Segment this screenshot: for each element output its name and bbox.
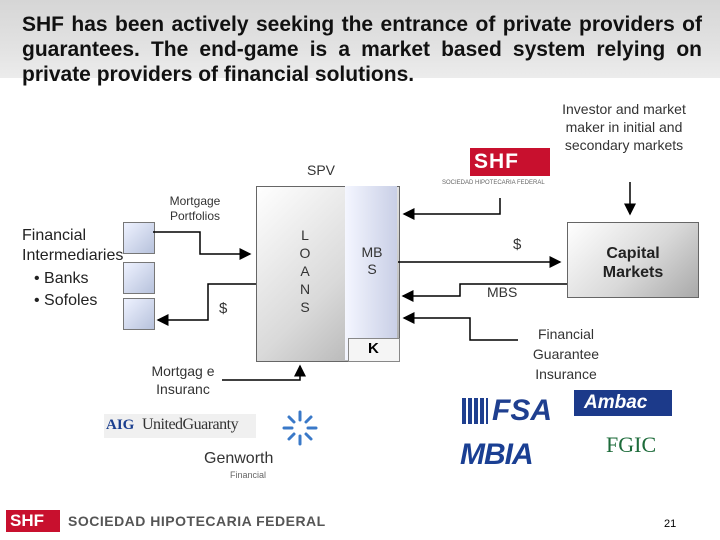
shf-logo-subtitle: SOCIEDAD HIPOTECARIA FEDERAL — [442, 180, 545, 186]
loans-letter-a: A — [300, 263, 310, 279]
portfolio-box-3 — [123, 298, 155, 330]
loans-letter-s: S — [300, 299, 310, 315]
intermediary-sofoles-text: Sofoles — [44, 292, 98, 309]
genworth-logo: Genworth Financial — [204, 450, 284, 486]
shf-logo-top: SHF SOCIEDAD HIPOTECARIA FEDERAL — [442, 148, 552, 194]
arrow-insurance-to-spv — [222, 364, 306, 381]
dollar-right: $ — [513, 236, 522, 253]
spv-label: SPV — [307, 162, 336, 178]
slide-title: SHF has been actively seeking the entran… — [22, 13, 702, 86]
financial-intermediaries-label: Financial Intermediaries — [22, 227, 124, 264]
fsa-logo-text: FSA — [492, 394, 552, 427]
mortgage-portfolios-label: Mortgage Portfolios — [169, 194, 221, 223]
portfolio-box-2 — [123, 262, 155, 294]
footer: SHF SOCIEDAD HIPOTECARIA FEDERAL 21 — [0, 498, 720, 540]
loans-letter-n: N — [299, 281, 311, 297]
ambac-logo-text: Ambac — [584, 392, 648, 413]
k-box — [348, 338, 400, 362]
capital-markets-box — [567, 222, 699, 298]
mbia-logo-text: MBIA — [460, 438, 534, 471]
footer-brand: SHF — [10, 511, 44, 530]
shf-logo-text: SHF — [474, 150, 519, 173]
portfolio-box-1 — [123, 222, 155, 254]
arrow-portfolios-to-spv — [153, 231, 252, 260]
spv-inner-bar — [345, 186, 397, 360]
loans-label: L O A N S — [296, 226, 314, 316]
united-guaranty-logo-text: UnitedGuaranty — [142, 416, 239, 433]
k-label: K — [368, 340, 379, 357]
capital-markets-label: Capital Markets — [602, 245, 664, 281]
mortgage-insurance-label: Mortgag e Insuranc — [151, 363, 215, 397]
page-number: 21 — [664, 518, 677, 530]
dollar-left: $ — [219, 300, 228, 317]
intermediary-bank-text: Banks — [44, 270, 89, 287]
title-band — [0, 0, 720, 78]
intermediary-sofoles: • Sofoles — [34, 292, 98, 309]
mbia-logo: MBIA — [460, 438, 578, 471]
genworth-logo-text: Genworth — [204, 450, 274, 467]
fgic-logo: FGIC — [604, 430, 664, 458]
mbs-box-label: MB S — [361, 244, 383, 277]
loans-letter-o: O — [299, 245, 311, 261]
investor-label: Investor and market maker in initial and… — [562, 101, 686, 153]
aig-logo-text: AIG — [106, 417, 135, 433]
aig-united-guaranty-logo: AIG UnitedGuaranty — [104, 414, 256, 438]
arrow-spv-to-intermediaries — [156, 283, 256, 326]
fgic-logo-text: FGIC — [606, 432, 657, 457]
footer-logo: SHF — [6, 510, 60, 532]
fsa-logo: FSA — [462, 394, 568, 428]
arrow-markets-to-spv — [401, 283, 567, 302]
intermediary-bank: • Banks — [34, 270, 89, 287]
star-burst-logo — [282, 410, 318, 446]
mbs-label: MBS — [487, 284, 518, 300]
loans-letter-l: L — [301, 227, 309, 243]
genworth-logo-sub: Financial — [230, 470, 267, 480]
financial-guarantee-label: Financial Guarantee Insurance — [532, 326, 600, 382]
footer-brand-name: SOCIEDAD HIPOTECARIA FEDERAL — [68, 513, 326, 529]
arrow-guarantee-to-spv — [402, 312, 518, 341]
arrow-shf-to-spv — [402, 198, 501, 220]
ambac-logo: Ambac — [574, 390, 672, 416]
